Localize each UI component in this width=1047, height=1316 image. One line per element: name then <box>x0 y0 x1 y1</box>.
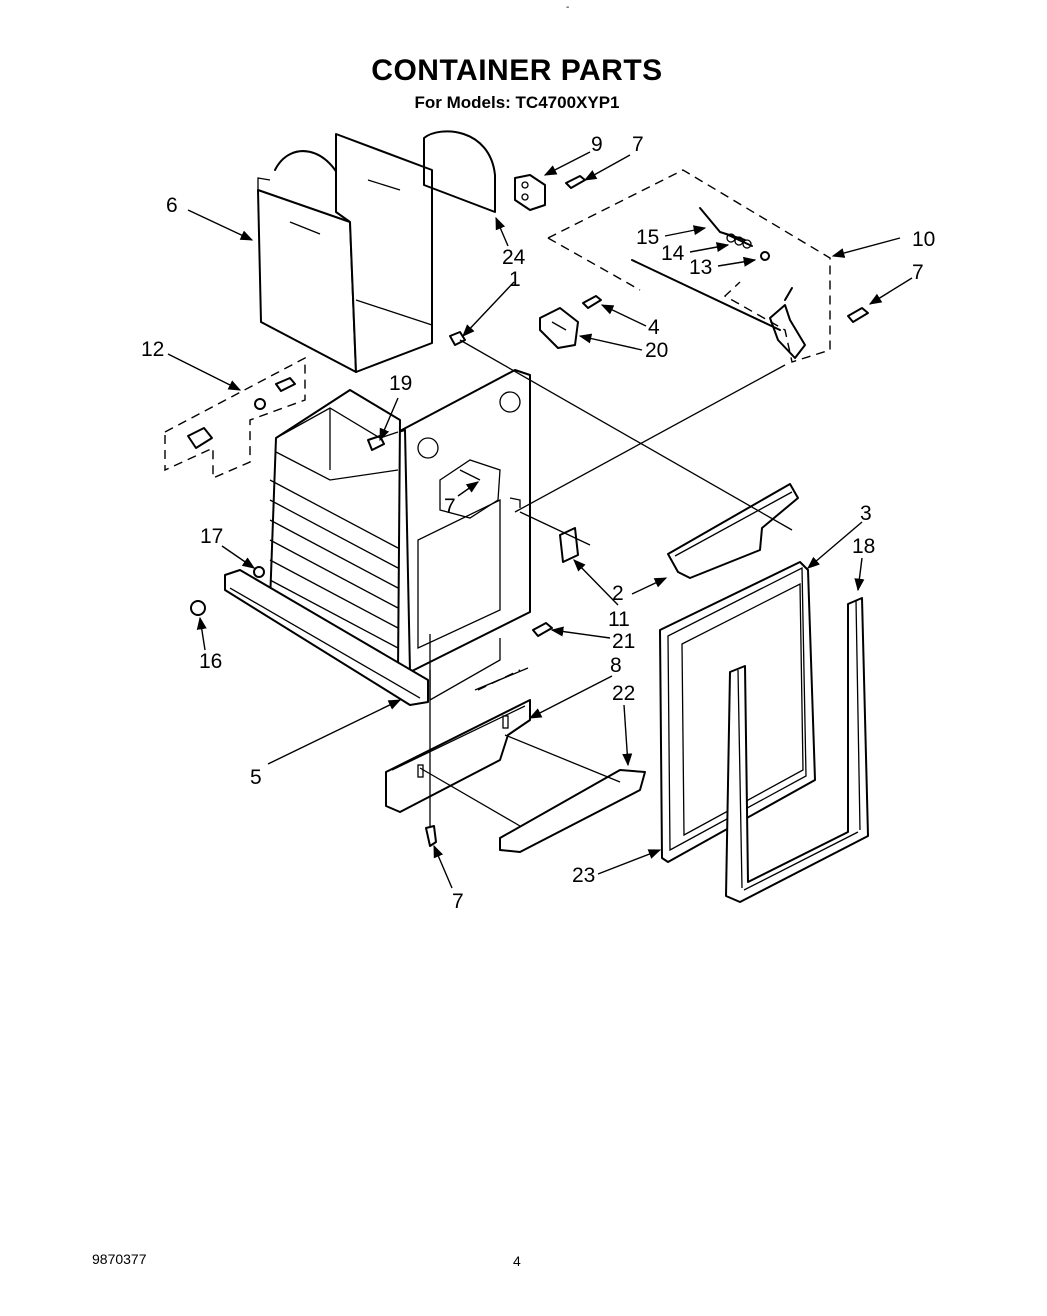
callout-16: 16 <box>199 650 222 673</box>
callout-leaders <box>167 151 913 889</box>
part-7-screw-bottom <box>425 825 437 847</box>
callout-6: 6 <box>166 194 178 217</box>
part-12-group-outline <box>164 356 306 480</box>
top-mark: - <box>566 2 570 13</box>
callout-20: 20 <box>645 339 668 362</box>
callout-2: 2 <box>612 582 624 605</box>
part-12-knob <box>187 427 213 449</box>
callout-18: 18 <box>852 535 875 558</box>
callout-24: 24 <box>502 246 526 269</box>
part-12-washer <box>254 398 266 410</box>
part-1-pin <box>449 331 466 346</box>
part-7-screw-right <box>847 307 869 323</box>
handle-leader-2 <box>504 734 621 783</box>
part-24-flap <box>423 130 496 213</box>
part-18-door-gasket <box>725 597 869 903</box>
callout-8: 8 <box>610 654 622 677</box>
part-2-door-channel <box>667 483 799 579</box>
callout-11: 11 <box>608 608 630 631</box>
part-17-nut <box>253 566 265 578</box>
part-10-group-outline <box>547 169 831 363</box>
part-15-rod-assembly <box>699 207 770 261</box>
callout-7: 7 <box>632 133 644 156</box>
callout-1: 1 <box>509 268 521 291</box>
callout-14: 14 <box>661 242 685 265</box>
callout-12: 12 <box>141 338 164 361</box>
callout-9: 9 <box>591 133 603 156</box>
callout-4: 4 <box>648 316 660 339</box>
callout-10: 10 <box>912 228 935 251</box>
callout-5: 5 <box>250 766 262 789</box>
page-title: CONTAINER PARTS <box>371 54 663 87</box>
part-5-bottom-rail <box>224 569 429 706</box>
callout-22: 22 <box>612 682 635 705</box>
latch-guide-line <box>514 364 786 513</box>
callout-7: 7 <box>452 890 464 913</box>
callout-21: 21 <box>612 630 635 653</box>
rear-liner-panel <box>335 133 433 373</box>
latch-rod <box>631 259 781 331</box>
handle-leader-1 <box>419 767 521 827</box>
clip-guide-line <box>519 511 591 546</box>
part-12-screw <box>275 377 296 392</box>
page-number: 4 <box>513 1253 521 1269</box>
callout-17: 17 <box>200 525 223 548</box>
callout-23: 23 <box>572 864 595 887</box>
part-4-screw <box>582 295 602 309</box>
callout-labels: 9 7 15 14 13 10 7 6 24 1 4 20 12 19 7 17… <box>141 133 935 913</box>
callout-19: 19 <box>389 372 412 395</box>
callout-3: 3 <box>860 502 872 525</box>
callout-7: 7 <box>444 495 456 518</box>
part-16-bumper <box>190 600 206 616</box>
part-8-bottom-channel <box>385 699 531 813</box>
document-number: 9870377 <box>92 1251 147 1267</box>
part-11-clip <box>559 527 579 563</box>
callout-15: 15 <box>636 226 659 249</box>
callout-13: 13 <box>689 256 712 279</box>
container-cabinet <box>269 369 531 702</box>
part-7-screw-top <box>565 175 586 189</box>
part-21-screw <box>532 622 553 637</box>
latch-bracket <box>769 287 806 359</box>
part-10-group-lower-edge <box>547 237 641 291</box>
part-19-screw <box>367 435 385 451</box>
part-20-catch <box>539 307 579 349</box>
part-22-door-handle <box>499 769 646 853</box>
part-9-bracket <box>514 174 546 211</box>
callout-7: 7 <box>912 261 924 284</box>
rod-guide-line <box>459 339 793 531</box>
page-subtitle: For Models: TC4700XYP1 <box>414 93 620 112</box>
part-8-guide-plate <box>474 667 529 691</box>
